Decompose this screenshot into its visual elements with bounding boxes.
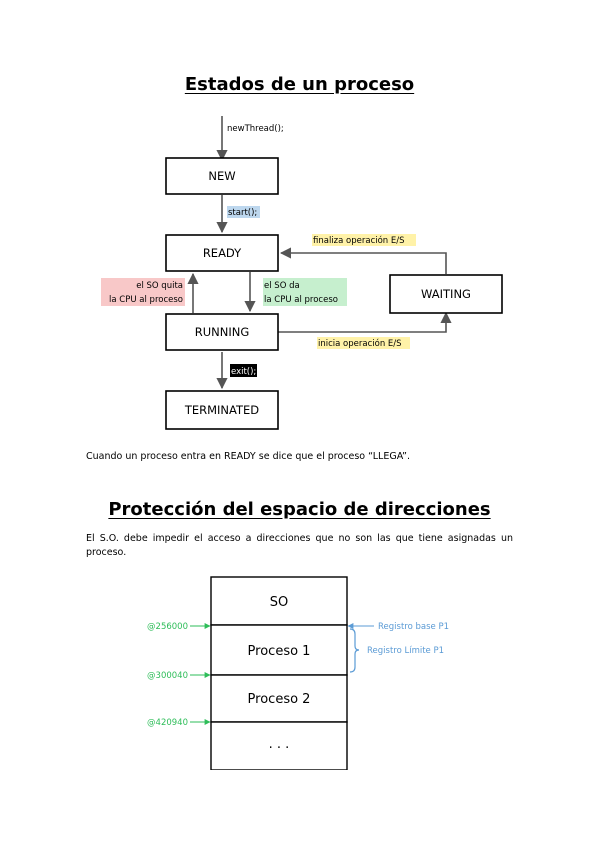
- state-waiting-label: WAITING: [421, 287, 471, 301]
- memory-block-so-label: SO: [270, 595, 288, 610]
- memory-block-proceso-2-label: Proceso 2: [248, 692, 311, 707]
- label-so-da-highlight: [263, 278, 347, 306]
- label-so-quita-2: la CPU al proceso: [109, 295, 183, 305]
- label-so-da-1: el SO da: [264, 281, 300, 291]
- label-finaliza: finaliza operación E/S: [313, 235, 405, 246]
- register-base-label: Registro base P1: [378, 622, 449, 632]
- label-finaliza-highlight: [312, 234, 416, 246]
- memory-block-proceso-1-label: Proceso 1: [248, 644, 311, 659]
- register-limit-label: Registro Límite P1: [367, 646, 444, 656]
- state-terminated-label: TERMINATED: [184, 403, 259, 417]
- state-terminated-box: [165, 390, 279, 430]
- label-start: start();: [228, 208, 257, 218]
- label-inicia-highlight: [317, 337, 410, 349]
- label-so-quita-1: el SO quita: [136, 281, 183, 291]
- address-420940: @420940: [147, 718, 188, 728]
- label-so-da-2: la CPU al proceso: [264, 295, 338, 305]
- state-ready-box: [165, 234, 279, 272]
- register-limit-brace: [349, 628, 360, 673]
- state-running-box: [165, 313, 279, 351]
- process-state-diagram: NEW READY RUNNING WAITING TERMINATED new…: [101, 116, 503, 430]
- protection-paragraph: El S.O. debe impedir el acceso a direcci…: [86, 533, 513, 558]
- address-300040: @300040: [147, 671, 188, 681]
- state-new-label: NEW: [208, 169, 235, 183]
- label-new-thread: newThread();: [227, 124, 284, 134]
- state-new-box: [165, 157, 279, 195]
- label-inicia: inicia operación E/S: [318, 338, 402, 349]
- memory-diagram: SO Proceso 1 Proceso 2 · · · @256000 @30…: [147, 576, 449, 770]
- label-so-quita-highlight: [101, 278, 185, 306]
- memory-block-so: [210, 576, 348, 626]
- arrow-running-waiting: [278, 311, 452, 333]
- state-running-label: RUNNING: [195, 325, 250, 339]
- label-exit: exit();: [231, 367, 256, 377]
- label-start-highlight: [227, 206, 260, 218]
- label-exit-highlight: [230, 364, 257, 377]
- memory-block-rest: [210, 721, 348, 770]
- state-waiting-box: [389, 274, 503, 314]
- section-title-proteccion: Protección del espacio de direcciones: [108, 499, 491, 520]
- arrow-waiting-ready: [279, 247, 447, 274]
- section-title-estados: Estados de un proceso: [184, 74, 415, 95]
- ready-note: Cuando un proceso entra en READY se dice…: [86, 451, 410, 462]
- address-256000: @256000: [147, 622, 188, 632]
- state-ready-label: READY: [203, 246, 242, 260]
- memory-block-rest-label: · · ·: [269, 741, 290, 756]
- memory-block-proceso-1: [210, 624, 348, 676]
